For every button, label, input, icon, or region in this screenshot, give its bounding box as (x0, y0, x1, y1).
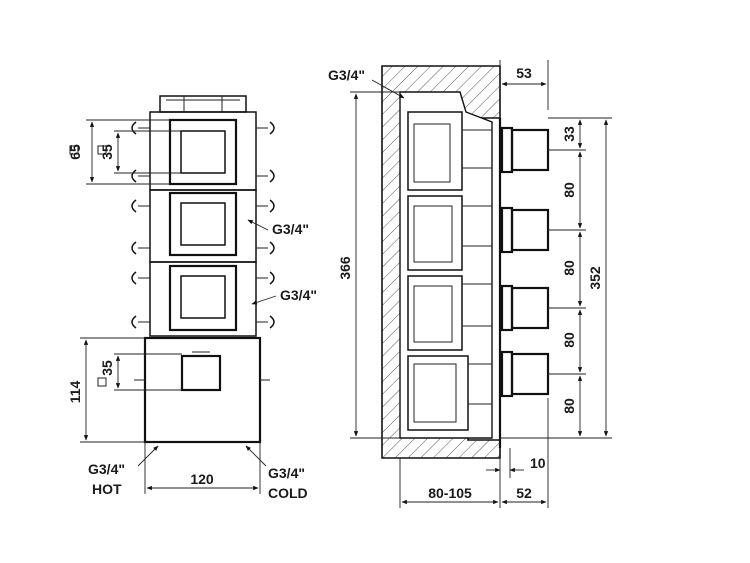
dim-366: 366 (337, 256, 353, 280)
front-view (69, 95, 277, 494)
cold-thread-label: G3/4" (268, 465, 305, 481)
side-module-2 (407, 195, 492, 271)
dim-33: 33 (561, 126, 577, 142)
side-module-1 (407, 111, 492, 191)
knob-4 (500, 350, 550, 398)
square-symbol-icon (97, 377, 107, 387)
side-view (350, 60, 612, 508)
square-symbol-icon (97, 145, 107, 155)
square-symbol-icon (69, 145, 79, 155)
dim-80-c: 80 (561, 332, 577, 348)
dim-35-top: 35 (99, 144, 115, 160)
knob-2 (500, 206, 550, 254)
dim-10: 10 (530, 455, 546, 471)
module-row-1 (131, 111, 275, 191)
thread-label-middle: G3/4" (272, 221, 309, 237)
module-row-3 (131, 261, 275, 337)
side-module-3 (407, 275, 492, 351)
dim-80-d: 80 (561, 398, 577, 414)
knob-3 (500, 284, 550, 332)
side-module-4 (407, 355, 492, 431)
knob-1 (500, 126, 550, 174)
thread-label-lower: G3/4" (280, 287, 317, 303)
dim-80-a: 80 (561, 182, 577, 198)
cold-label: COLD (268, 485, 308, 501)
dim-53: 53 (516, 65, 532, 81)
dim-352: 352 (587, 266, 603, 290)
module-row-2 (131, 189, 275, 263)
dim-35-bottom: 35 (99, 360, 115, 376)
dim-52: 52 (516, 485, 532, 501)
dim-80-105: 80-105 (428, 485, 472, 501)
dim-80-b: 80 (561, 260, 577, 276)
dim-120: 120 (190, 471, 214, 487)
hot-label: HOT (92, 481, 122, 497)
hot-thread-label: G3/4" (88, 461, 125, 477)
dim-114: 114 (67, 380, 83, 403)
dim-65: 65 (67, 144, 83, 160)
thread-label-top: G3/4" (328, 67, 365, 83)
